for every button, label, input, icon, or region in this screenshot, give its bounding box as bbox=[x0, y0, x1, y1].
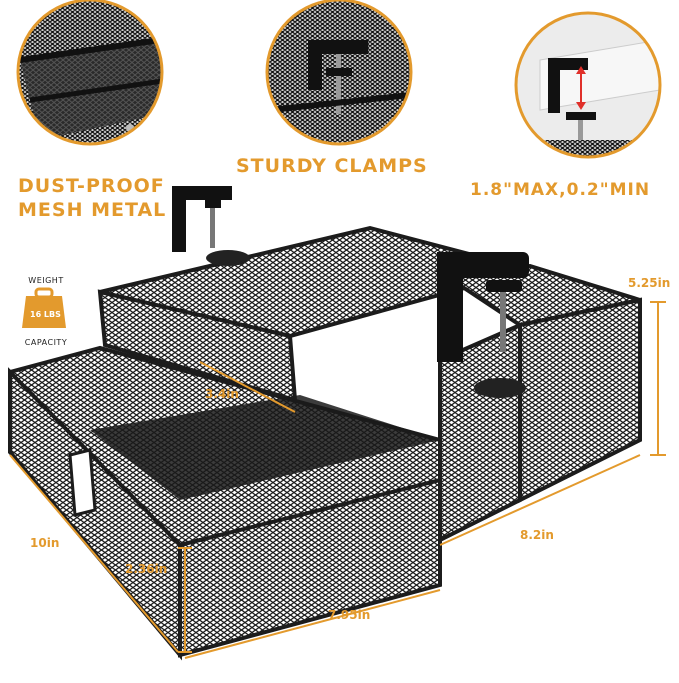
mesh-closeup bbox=[16, 0, 164, 146]
clamp-range-label: 1.8"MAX,0.2"MIN bbox=[470, 180, 651, 200]
mesh-label-line2: MESH METAL bbox=[18, 199, 167, 221]
weight-bottom-text: CAPACITY bbox=[24, 338, 68, 347]
dim-width-front: 7.95in bbox=[328, 608, 371, 622]
dim-drawer-height: 2.36in bbox=[125, 562, 168, 576]
lower-drawer bbox=[8, 345, 442, 661]
dim-width-side: 8.2in bbox=[520, 528, 554, 542]
weight-value: 16 LBS bbox=[30, 310, 61, 319]
dim-drawer-gap: 3.4in bbox=[205, 387, 239, 401]
clamps-label: STURDY CLAMPS bbox=[236, 155, 428, 177]
weight-icon bbox=[22, 287, 66, 328]
weight-top-text: WEIGHT bbox=[28, 276, 64, 285]
mesh-label-line1: DUST-PROOF bbox=[18, 175, 165, 197]
dim-depth: 10in bbox=[30, 536, 60, 550]
dimension-lines bbox=[9, 301, 666, 659]
right-clamp bbox=[437, 252, 529, 398]
left-clamp bbox=[172, 186, 250, 266]
right-cabinet bbox=[433, 263, 642, 544]
clamp-range-closeup bbox=[514, 11, 662, 159]
dim-height-total: 5.25in bbox=[628, 276, 671, 290]
clamp-closeup bbox=[265, 0, 413, 146]
